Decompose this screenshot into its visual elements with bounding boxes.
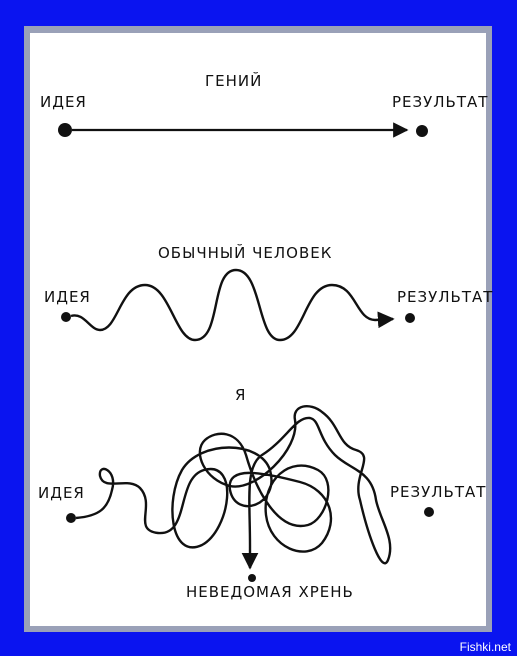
- tangled-path-arrow: [75, 404, 392, 570]
- unknown-crap-dot: [248, 574, 256, 582]
- genius-heading: ГЕНИЙ: [205, 71, 262, 90]
- ordinary-result-label: РЕЗУЛЬТАТ: [397, 288, 493, 306]
- ordinary-wavy-arrow: [70, 268, 395, 342]
- me-heading: Я: [235, 386, 246, 404]
- watermark: Fishki.net: [459, 640, 511, 654]
- genius-result-label: РЕЗУЛЬТАТ: [392, 93, 488, 111]
- ordinary-idea-dot: [61, 312, 71, 322]
- ordinary-heading: ОБЫЧНЫЙ ЧЕЛОВЕК: [158, 243, 332, 262]
- ordinary-idea-label: ИДЕЯ: [44, 288, 91, 306]
- genius-idea-label: ИДЕЯ: [40, 93, 87, 111]
- genius-result-dot: [416, 125, 428, 137]
- me-result-label: РЕЗУЛЬТАТ: [390, 483, 486, 501]
- me-result-dot: [424, 507, 434, 517]
- me-idea-label: ИДЕЯ: [38, 484, 85, 502]
- genius-idea-dot: [58, 123, 72, 137]
- me-idea-dot: [66, 513, 76, 523]
- ordinary-result-dot: [405, 313, 415, 323]
- unknown-crap-label: НЕВЕДОМАЯ ХРЕНЬ: [186, 583, 354, 601]
